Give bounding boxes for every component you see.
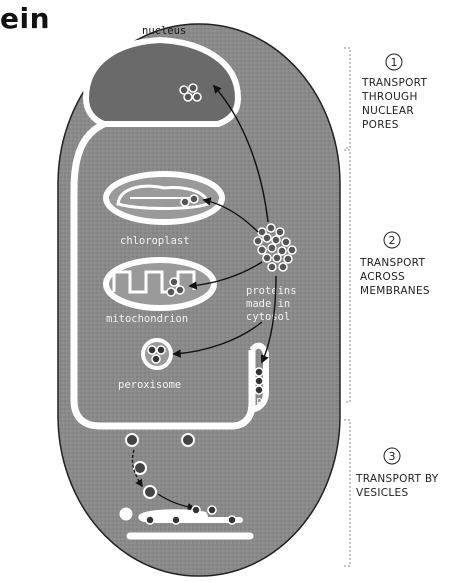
protein-dot bbox=[190, 195, 198, 203]
label-proteins-line3: cytosol bbox=[246, 311, 290, 323]
label-peroxisome: peroxisome bbox=[118, 379, 181, 391]
step-2-number: 2 bbox=[389, 234, 396, 247]
protein-dot bbox=[157, 346, 165, 354]
protein-dot bbox=[189, 84, 197, 92]
bracket-step-1 bbox=[344, 48, 350, 148]
step-1-line1: TRANSPORT bbox=[361, 77, 428, 89]
protein-dot bbox=[176, 286, 184, 294]
protein-dot bbox=[148, 346, 156, 354]
peroxisome bbox=[143, 340, 171, 368]
protein-dot bbox=[167, 288, 175, 296]
label-er: ER bbox=[250, 397, 263, 409]
protein-dot bbox=[170, 278, 178, 286]
bracket-step-3 bbox=[344, 420, 350, 566]
bracket-step-2 bbox=[344, 150, 350, 402]
protein-dot bbox=[255, 386, 263, 394]
step-1-line3: NUCLEAR bbox=[362, 105, 414, 117]
label-chloroplast: chloroplast bbox=[120, 235, 190, 247]
protein-dot bbox=[152, 355, 160, 363]
step-1-number: 1 bbox=[391, 56, 398, 69]
step-2-line2: ACROSS bbox=[360, 271, 405, 283]
label-nucleus: nucleus bbox=[142, 25, 186, 37]
step-2-line3: MEMBRANES bbox=[360, 285, 430, 297]
protein-dot bbox=[184, 93, 192, 101]
step-3-line2: VESICLES bbox=[356, 487, 408, 499]
step-3-line1: TRANSPORT BY bbox=[355, 473, 439, 485]
chloroplast bbox=[106, 174, 222, 222]
mitochondrion bbox=[106, 260, 214, 308]
protein-dot bbox=[255, 368, 263, 376]
step-2-line1: TRANSPORT bbox=[359, 257, 426, 269]
protein-dot bbox=[193, 93, 201, 101]
protein-dot bbox=[255, 377, 263, 385]
step-1-line4: PORES bbox=[362, 119, 399, 131]
label-proteins-line2: made in bbox=[246, 298, 290, 310]
step-1-line2: THROUGH bbox=[361, 91, 418, 103]
protein-dot bbox=[181, 198, 189, 206]
label-proteins-line1: proteins bbox=[246, 285, 297, 297]
label-mitochondrion: mitochondrion bbox=[106, 313, 188, 325]
step-3-number: 3 bbox=[389, 450, 396, 463]
